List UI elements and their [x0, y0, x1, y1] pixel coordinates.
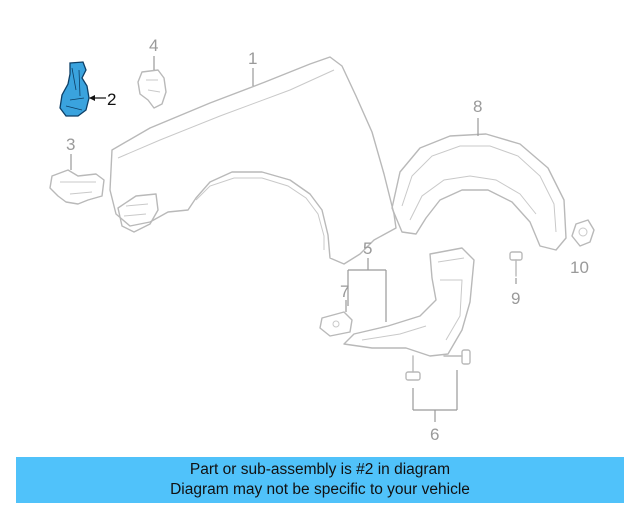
callout-9: 9: [511, 289, 520, 308]
callout-1: 1: [248, 49, 257, 68]
callout-6: 6: [430, 425, 439, 444]
callout-10: 10: [570, 258, 589, 277]
part-9-screw[interactable]: [509, 251, 523, 277]
callout-3: 3: [66, 135, 75, 154]
parts-diagram: 2 4 1 3 8 10 9: [49, 36, 595, 444]
banner-line-2: Diagram may not be specific to your vehi…: [170, 481, 470, 498]
part-1-fender[interactable]: [109, 56, 397, 265]
callout-4: 4: [149, 36, 158, 55]
part-5-splash-shield[interactable]: [343, 247, 475, 357]
banner-line-1: Part or sub-assembly is #2 in diagram: [189, 461, 451, 478]
callout-5: 5: [363, 239, 372, 258]
callout-8: 8: [473, 97, 482, 116]
leader-2-arrow: [89, 95, 95, 101]
part-8-fender-liner[interactable]: [391, 133, 567, 251]
part-4-bracket[interactable]: [137, 69, 167, 109]
part-7-clip[interactable]: [319, 311, 353, 337]
part-2-seal[interactable]: [59, 61, 90, 117]
callout-7: 7: [340, 282, 349, 301]
part-10-clip[interactable]: [571, 219, 595, 247]
part-6-bolt-right[interactable]: [443, 349, 471, 365]
callout-2: 2: [107, 90, 116, 109]
info-banner: Part or sub-assembly is #2 in diagram Di…: [16, 457, 624, 503]
part-3-bracket[interactable]: [49, 169, 105, 205]
part-6-bolt-left[interactable]: [405, 355, 421, 381]
